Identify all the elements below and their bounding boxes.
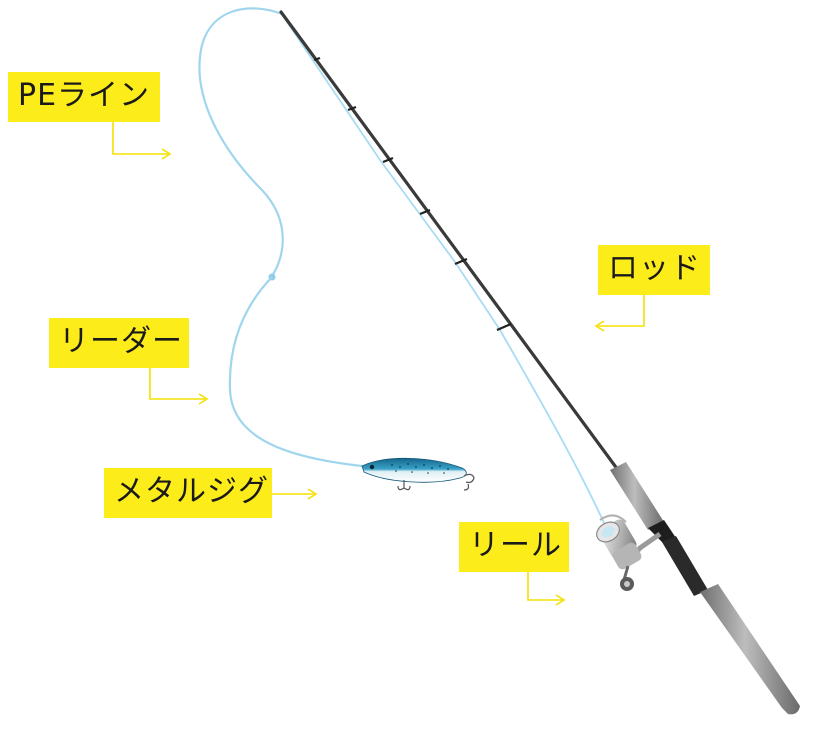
rod-guides [313,56,512,332]
label-arrows [112,122,645,606]
arrow-reel [527,572,562,601]
arrow-pe-line [112,122,168,155]
reel-seat [648,520,676,544]
arrow-leader-head [198,393,209,405]
leader-line [228,276,363,468]
metal-jig-lure [361,457,475,491]
label-leader: リーダー [49,318,189,368]
arrow-rod [598,295,645,327]
rod-blank [279,10,620,472]
reel-seat-body [662,536,708,596]
label-metal-jig: メタルジグ [104,468,272,518]
label-pe-line: PEライン [8,72,160,122]
label-reel: リール [459,522,569,572]
rod-rear-grip [700,584,800,715]
spinning-reel [596,514,662,591]
arrow-lure-head [307,488,318,500]
arrow-rod-head [594,320,605,332]
arrow-reel-head [555,594,566,606]
arrow-leader [149,368,205,400]
rod-line [282,15,606,526]
label-rod: ロッド [598,245,710,295]
arrow-pe-line-head [161,148,172,160]
rod-foregrip [610,462,664,530]
pe-line [198,7,284,277]
